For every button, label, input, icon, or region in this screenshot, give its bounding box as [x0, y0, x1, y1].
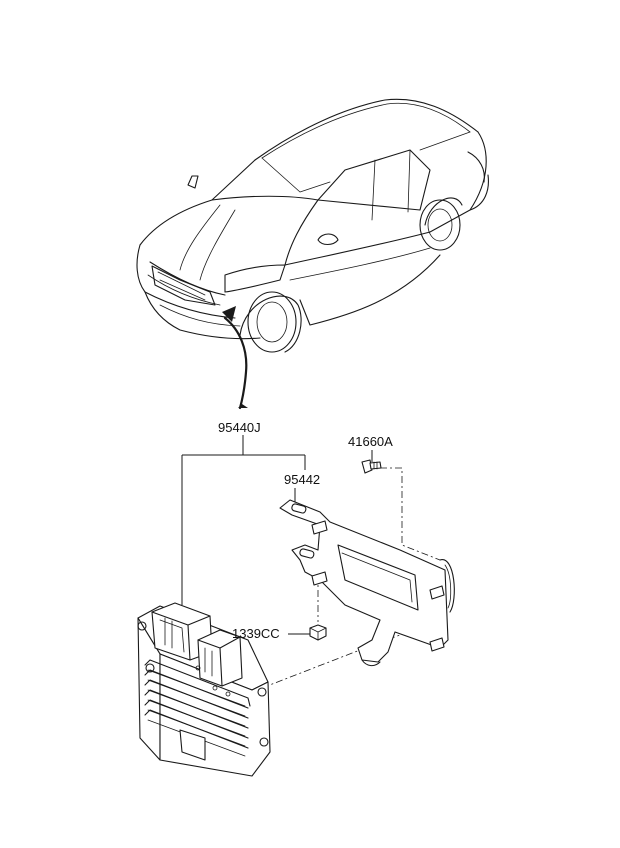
- callout-leaders: [181, 435, 373, 635]
- label-ecu-assembly: 95440J: [218, 420, 261, 435]
- label-bolt: 41660A: [348, 434, 393, 449]
- mounting-bracket: [279, 499, 455, 667]
- bolt: [361, 459, 382, 474]
- label-nut: 1339CC: [232, 626, 280, 641]
- ecu-module: [137, 602, 271, 777]
- label-bracket: 95442: [284, 472, 320, 487]
- vehicle-illustration: [136, 98, 489, 410]
- flange-nut: [309, 624, 327, 641]
